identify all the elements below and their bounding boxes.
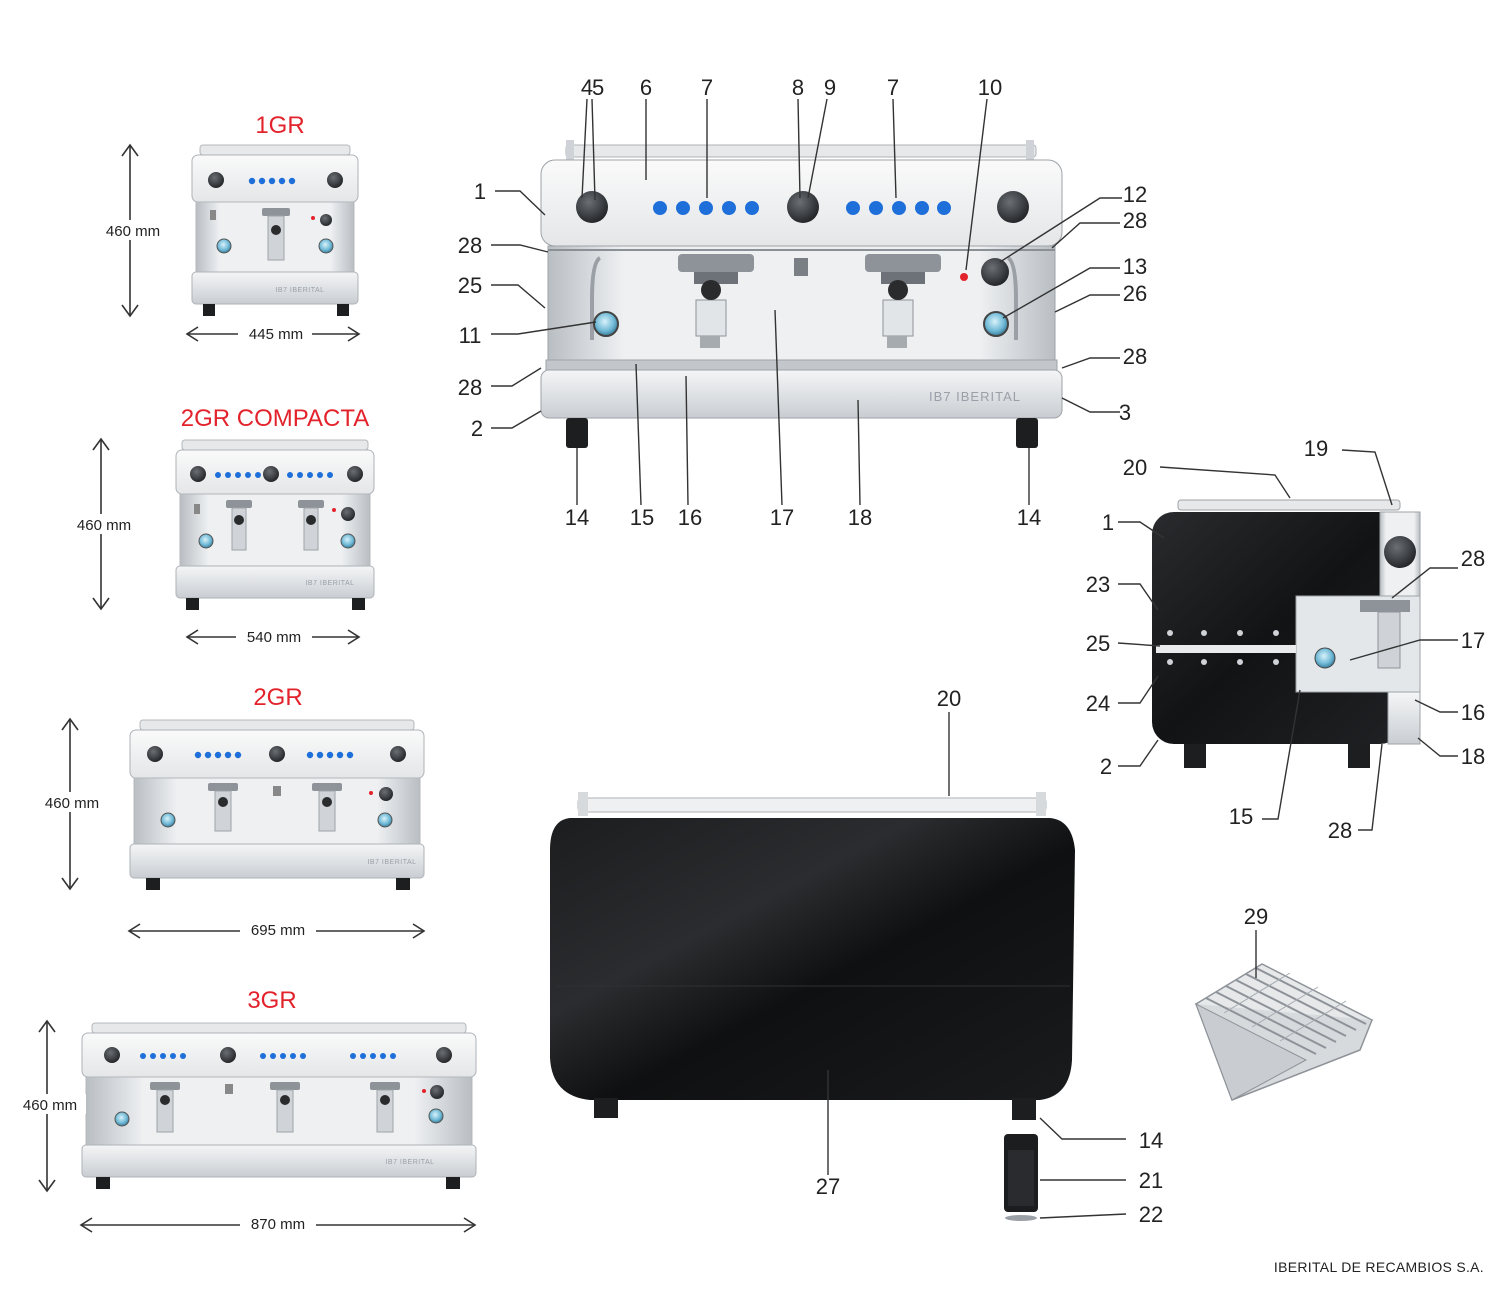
callout-5: 5 [592, 75, 604, 100]
side-view [1152, 499, 1421, 768]
machine-2gr: IB7 IBERITAL [129, 719, 425, 890]
model-1gr: 1GR IB7 IBERITAL 460 mm [96, 112, 361, 344]
height-label-1gr: 460 mm [106, 223, 160, 240]
front-view-callouts: 1 2 3 4 5 6 7 7 8 9 10 11 12 13 14 14 15… [458, 75, 1147, 530]
model-2gr-compacta: 2GR COMPACTA IB7 IBERITAL 460 mm [68, 405, 375, 647]
foot-assembly [1004, 1134, 1038, 1221]
height-label-2gr-compacta: 460 mm [77, 517, 131, 534]
callout-28-c: 28 [1123, 344, 1147, 369]
height-label-3gr: 460 mm [23, 1097, 77, 1114]
callout-9: 9 [824, 75, 836, 100]
callout-7-right: 7 [887, 75, 899, 100]
brand-plate-2gr-compacta: IB7 IBERITAL [305, 580, 354, 587]
callout-27: 27 [816, 1174, 840, 1199]
callout-1-side: 1 [1102, 510, 1114, 535]
keypad-right [846, 201, 951, 215]
machine-2gr-compacta: IB7 IBERITAL [175, 439, 375, 610]
back-view-leaders [827, 712, 1127, 1219]
callout-22: 22 [1139, 1202, 1163, 1227]
callout-21: 21 [1139, 1168, 1163, 1193]
front-view: IB7 IBERITAL [540, 140, 1063, 448]
callout-8: 8 [792, 75, 804, 100]
callout-28-d: 28 [458, 375, 482, 400]
gauge-left [593, 311, 619, 337]
callout-20-back: 20 [937, 686, 961, 711]
back-view-callouts: 20 14 21 22 27 [816, 686, 1163, 1227]
callout-28-side-top: 28 [1461, 546, 1485, 571]
model-title-2gr-compacta: 2GR COMPACTA [181, 405, 369, 432]
model-3gr: 3GR IB7 IBERITAL 460 mm [14, 987, 477, 1234]
pilot-light [960, 273, 968, 281]
width-label-2gr: 695 mm [251, 922, 305, 939]
steam-knob-right [997, 191, 1029, 223]
model-title-1gr: 1GR [255, 112, 304, 139]
callout-19: 19 [1304, 436, 1328, 461]
gauge-right [983, 311, 1009, 337]
callout-7-left: 7 [701, 75, 713, 100]
brand-plate-front: IB7 IBERITAL [929, 389, 1021, 404]
callout-14-left: 14 [565, 505, 589, 530]
callout-20-side: 20 [1123, 455, 1147, 480]
group-head-left [678, 254, 754, 348]
cup-tray-grid [1194, 963, 1374, 1101]
callout-12: 12 [1123, 182, 1147, 207]
callout-4: 4 [581, 75, 593, 100]
brand-plate-1gr: IB7 IBERITAL [275, 287, 324, 294]
callout-2-side: 2 [1100, 754, 1112, 779]
callout-28-b: 28 [1123, 208, 1147, 233]
hot-water-knob [787, 191, 819, 223]
callout-6: 6 [640, 75, 652, 100]
callout-14-right: 14 [1017, 505, 1041, 530]
machine-3gr: IB7 IBERITAL [81, 1022, 477, 1189]
side-view-leaders [1117, 449, 1458, 831]
callout-25: 25 [458, 273, 482, 298]
width-label-1gr: 445 mm [249, 326, 303, 343]
callout-23: 23 [1086, 572, 1110, 597]
callout-3: 3 [1119, 400, 1131, 425]
front-view-leaders [491, 98, 1122, 506]
model-title-3gr: 3GR [247, 987, 296, 1014]
callout-18: 18 [848, 505, 872, 530]
brand-plate-3gr: IB7 IBERITAL [385, 1159, 434, 1166]
width-label-3gr: 870 mm [251, 1216, 305, 1233]
callout-28-a: 28 [458, 233, 482, 258]
back-view [550, 792, 1075, 1221]
model-title-2gr: 2GR [253, 684, 302, 711]
callout-24: 24 [1086, 691, 1110, 716]
callout-15-side: 15 [1229, 804, 1253, 829]
callout-13: 13 [1123, 254, 1147, 279]
group-head-right [865, 254, 941, 348]
callout-16: 16 [678, 505, 702, 530]
brand-plate-2gr: IB7 IBERITAL [367, 859, 416, 866]
callout-17-side: 17 [1461, 628, 1485, 653]
callout-29: 29 [1244, 904, 1268, 929]
hot-water-spout [794, 258, 808, 276]
height-label-2gr: 460 mm [45, 795, 99, 812]
callout-1: 1 [474, 179, 486, 204]
callout-11: 11 [459, 323, 482, 348]
callout-17: 17 [770, 505, 794, 530]
callout-10: 10 [978, 75, 1002, 100]
width-label-2gr-compacta: 540 mm [247, 629, 301, 646]
steam-knob-left [576, 191, 608, 223]
callout-18-side: 18 [1461, 744, 1485, 769]
callout-2: 2 [471, 416, 483, 441]
callout-15: 15 [630, 505, 654, 530]
callout-16-side: 16 [1461, 700, 1485, 725]
callout-26: 26 [1123, 281, 1147, 306]
machine-1gr: IB7 IBERITAL [191, 144, 359, 316]
callout-14-back: 14 [1139, 1128, 1163, 1153]
callout-28-side-bottom: 28 [1328, 818, 1352, 843]
callout-25-side: 25 [1086, 631, 1110, 656]
footer-company: IBERITAL DE RECAMBIOS S.A. [1274, 1259, 1484, 1275]
side-view-callouts: 19 20 1 23 25 24 2 28 17 16 18 15 28 [1086, 436, 1485, 843]
keypad-left [653, 201, 759, 215]
gauge-knob [981, 258, 1009, 286]
model-2gr: 2GR IB7 IBERITAL 460 mm [36, 684, 426, 940]
